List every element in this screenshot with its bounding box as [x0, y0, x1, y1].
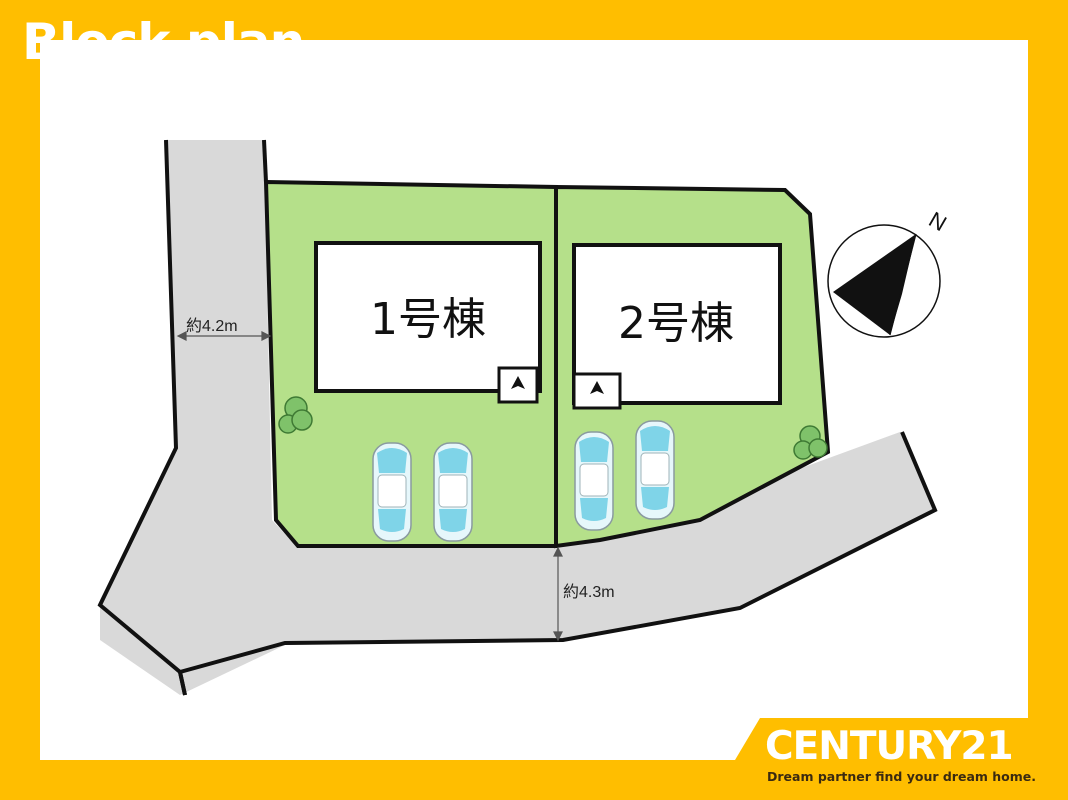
compass-icon: N	[827, 207, 951, 338]
house-1-label: 1号棟	[370, 294, 486, 345]
north-label: N	[925, 207, 951, 237]
brand-block: CENTURY21 Dream partner find your dream …	[735, 718, 1068, 800]
brand-logo-text: CENTURY21	[765, 724, 1014, 769]
road-area	[100, 140, 935, 695]
house-1-footprint	[314, 241, 542, 393]
car-icon	[372, 442, 412, 542]
tree-icon	[278, 396, 313, 434]
house-2-label: 2号棟	[618, 298, 734, 349]
brand-tagline: Dream partner find your dream home.	[767, 769, 1037, 784]
road-width-label-south: 約4.3m	[563, 583, 615, 601]
car-icon	[433, 442, 473, 542]
house-1-entrance-icon	[497, 366, 539, 404]
tree-icon	[793, 425, 828, 460]
car-icon	[574, 431, 614, 531]
house-2-entrance-icon	[572, 372, 622, 410]
road-edges	[97, 139, 938, 696]
brand-banner	[735, 718, 1068, 800]
road-width-label-west: 約4.2m	[186, 317, 238, 335]
car-icon	[635, 420, 675, 520]
road-width-marker-south	[553, 546, 563, 642]
road-width-marker-west	[176, 331, 272, 341]
title-tab-notch	[305, 40, 340, 86]
